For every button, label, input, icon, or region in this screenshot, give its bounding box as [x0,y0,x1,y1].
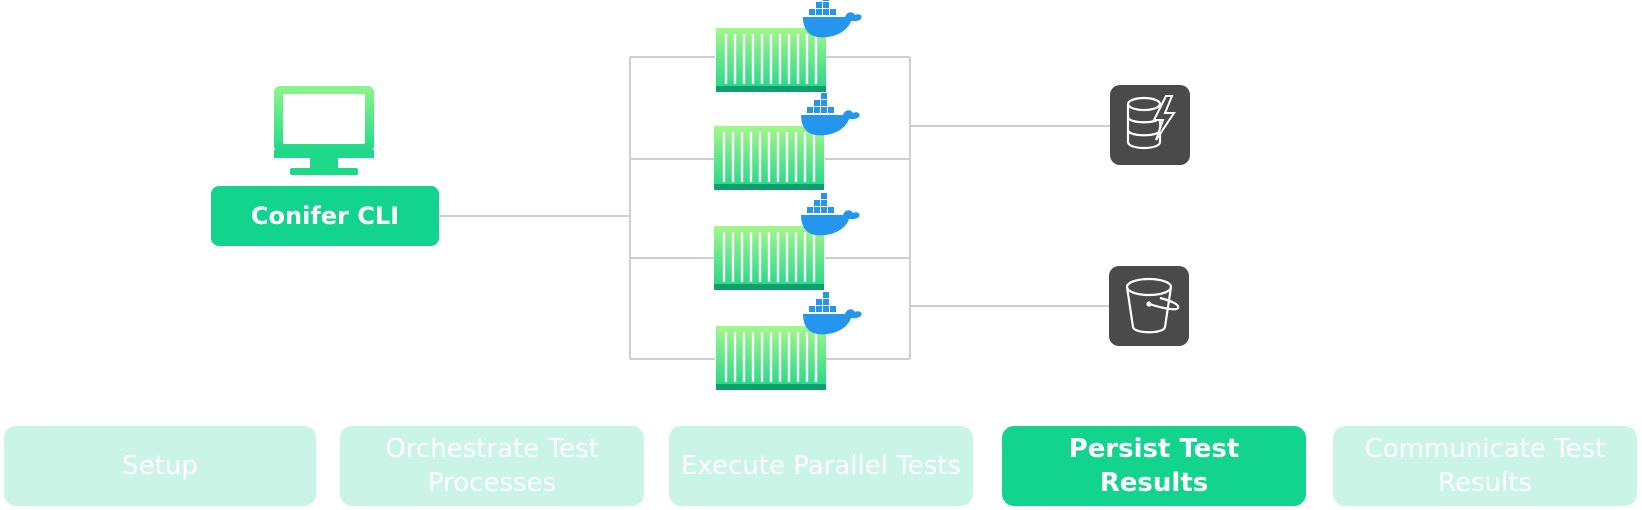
step-setup: Setup [4,426,316,506]
step-execute-parallel-tests: Execute Parallel Tests [669,426,973,506]
container-3 [712,193,860,292]
docker-whale-icon [801,193,860,236]
connector-lines [438,56,1110,360]
step-orchestrate-test-processes: Orchestrate Test Processes [340,426,644,506]
container-4 [714,292,862,392]
conifer-cli-label: Conifer CLI [211,186,439,246]
process-steps: Setup Orchestrate Test Processes Execute… [0,426,1642,508]
container-1 [714,0,862,94]
docker-whale-icon [803,292,862,335]
database-lightning-icon [1110,85,1190,165]
step-communicate-test-results: Communicate Test Results [1333,426,1637,506]
docker-whale-icon [803,0,862,38]
bucket-icon [1109,266,1189,346]
container-2 [712,93,860,192]
architecture-diagram [274,0,1190,392]
step-persist-test-results: Persist Test Results [1002,426,1306,506]
monitor-icon [274,86,374,175]
docker-whale-icon [801,93,860,136]
